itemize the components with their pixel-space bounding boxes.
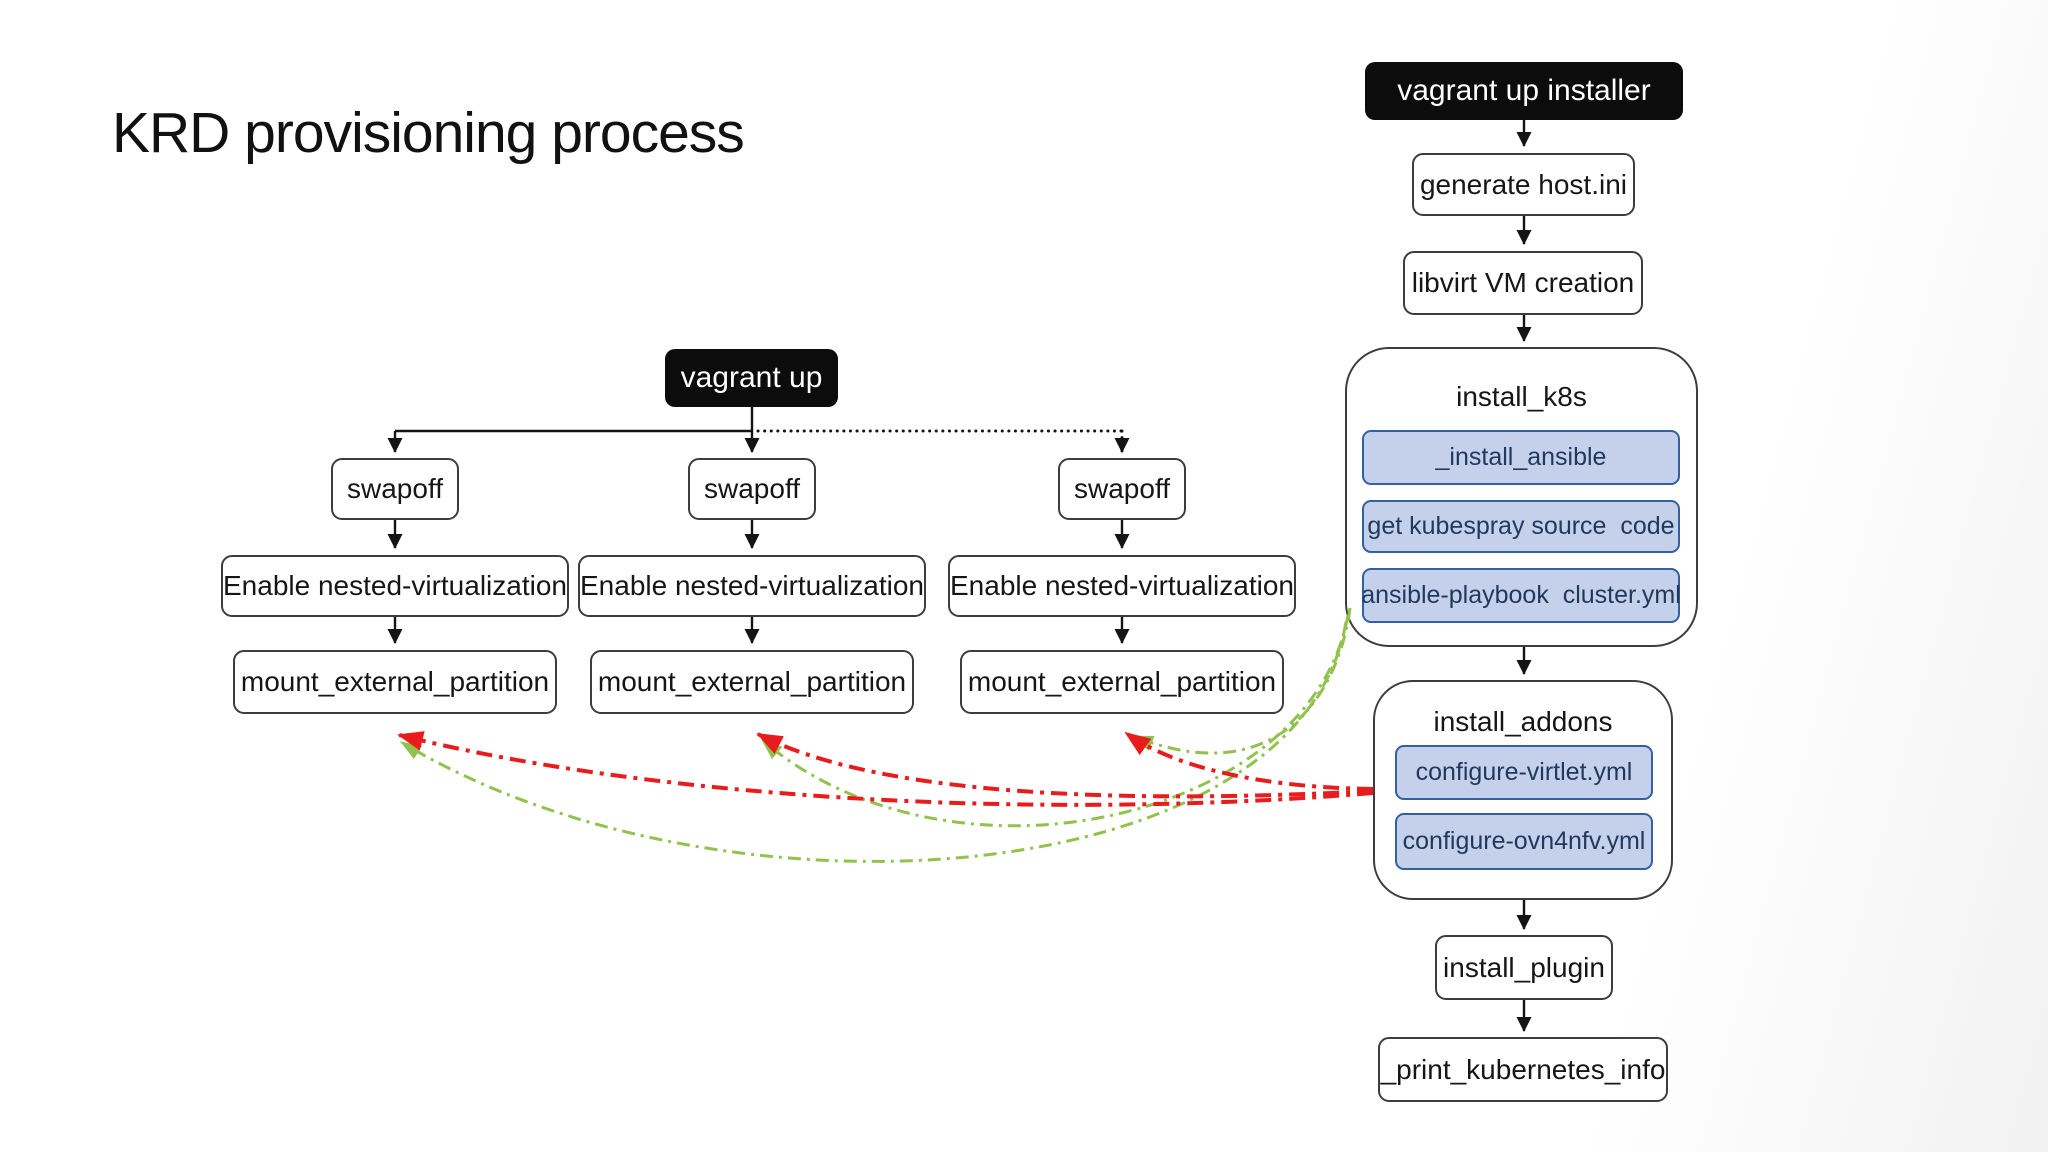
- node-libvirt-vm-creation: libvirt VM creation: [1403, 251, 1643, 315]
- node-configure-ovn4nfv-yml: configure-ovn4nfv.yml: [1395, 813, 1653, 870]
- node-swapoff-1: swapoff: [331, 458, 459, 520]
- node-enable-nested-virtualization-2: Enable nested-virtualization: [578, 555, 926, 617]
- node-configure-virtlet-yml: configure-virtlet.yml: [1395, 745, 1653, 800]
- node-vagrant-up-installer: vagrant up installer: [1365, 62, 1683, 120]
- node-enable-nested-virtualization-1: Enable nested-virtualization: [221, 555, 569, 617]
- node-generate-host-ini: generate host.ini: [1412, 153, 1635, 216]
- node-mount-external-partition-3: mount_external_partition: [960, 650, 1284, 714]
- node-get-kubespray-source-code: get kubespray source code: [1362, 500, 1680, 553]
- node-swapoff-3: swapoff: [1058, 458, 1186, 520]
- node-print-kubernetes-info: _print_kubernetes_info: [1378, 1037, 1668, 1102]
- group-install-k8s-title: install_k8s: [1456, 381, 1587, 412]
- group-install-addons-title: install_addons: [1433, 706, 1613, 737]
- link-red-virtlet-to-mount-1: [397, 731, 1374, 807]
- node-install-plugin: install_plugin: [1435, 935, 1613, 1000]
- node-vagrant-up: vagrant up: [665, 349, 838, 407]
- node-ansible-playbook-cluster-yml: ansible-playbook cluster.yml: [1361, 568, 1681, 623]
- node-enable-nested-virtualization-3: Enable nested-virtualization: [948, 555, 1296, 617]
- link-green-playbook-to-mount-2: [761, 614, 1350, 828]
- node-mount-external-partition-2: mount_external_partition: [590, 650, 914, 714]
- node-swapoff-2: swapoff: [688, 458, 816, 520]
- link-red-virtlet-to-mount-2: [756, 732, 1374, 799]
- link-red-virtlet-to-mount-3: [1124, 731, 1374, 791]
- page-title: KRD provisioning process: [112, 101, 745, 165]
- node-install-ansible: _install_ansible: [1362, 430, 1680, 485]
- node-mount-external-partition-1: mount_external_partition: [233, 650, 557, 714]
